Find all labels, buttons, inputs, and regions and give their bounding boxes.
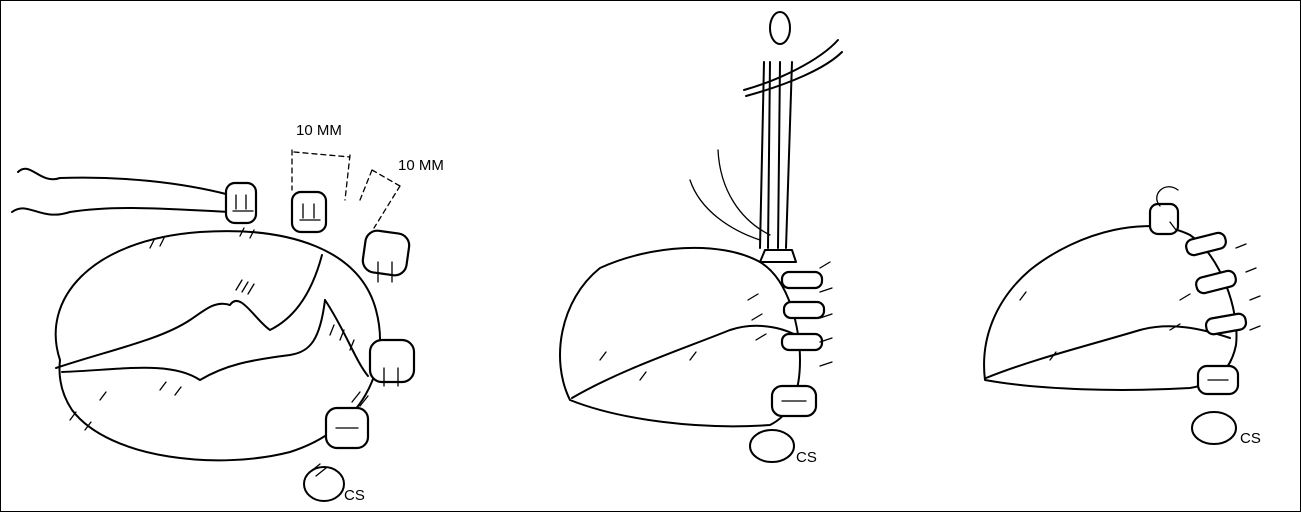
middle-pledgets — [772, 272, 824, 416]
right-panel: CS — [984, 187, 1261, 447]
anterior-leaflet-edge — [56, 255, 322, 368]
right-leaflet-line — [986, 326, 1230, 378]
pledget-2 — [292, 192, 326, 232]
pledget-3 — [361, 229, 410, 282]
forceps — [744, 40, 842, 96]
coronary-sinus-right — [1192, 412, 1236, 444]
cs-label-right: CS — [1240, 430, 1261, 447]
middle-leaflet-line — [572, 326, 800, 398]
commissure-line — [325, 300, 368, 376]
pledget-1 — [226, 183, 256, 223]
cs-label-left: CS — [344, 487, 365, 504]
cs-label-middle: CS — [796, 449, 817, 466]
snare-loop — [770, 12, 790, 44]
pledget-4 — [370, 340, 414, 386]
left-hatching — [70, 228, 354, 430]
right-pledgets — [1150, 204, 1247, 394]
suture-strand — [12, 169, 232, 215]
dimension-marker-2 — [360, 170, 400, 228]
middle-suture-ends — [690, 150, 770, 240]
left-panel: 10 MM 10 MM CS — [12, 122, 444, 504]
middle-heart-outline — [560, 248, 800, 426]
coronary-sinus-middle — [750, 430, 794, 462]
snare-collar — [760, 250, 796, 262]
posterior-leaflet-edge — [62, 300, 325, 380]
cs-hatch-left — [310, 464, 326, 476]
dimension-label-1: 10 MM — [296, 122, 342, 139]
dimension-label-2: 10 MM — [398, 157, 444, 174]
middle-panel: CS — [560, 12, 842, 466]
